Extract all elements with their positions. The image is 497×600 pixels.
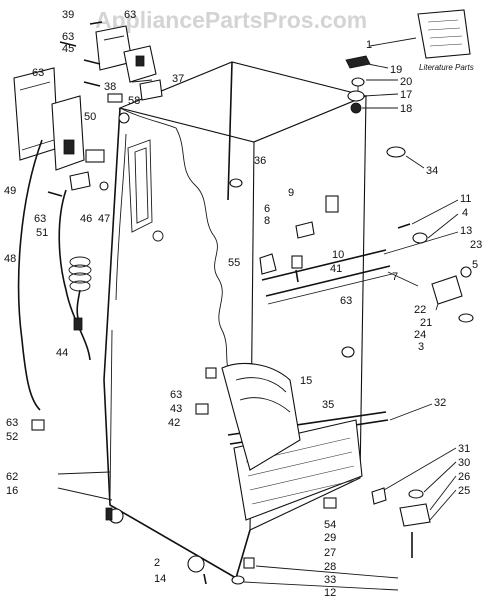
callout-16: 16 <box>6 485 18 497</box>
callout-43: 43 <box>170 403 182 415</box>
callout-3: 3 <box>418 341 424 353</box>
callout-10: 10 <box>332 249 344 261</box>
callout-labels: 39 63 63 45 63 38 37 58 50 49 63 46 47 5… <box>4 9 482 599</box>
callout-1: 1 <box>366 39 372 51</box>
callout-30: 30 <box>458 457 470 469</box>
callout-47: 47 <box>98 213 110 225</box>
callout-58: 58 <box>128 95 140 107</box>
callout-63: 63 <box>124 9 136 21</box>
callout-34: 34 <box>426 165 438 177</box>
callout-6: 6 <box>264 203 270 215</box>
callout-63: 63 <box>62 31 74 43</box>
callout-55: 55 <box>228 257 240 269</box>
callout-4: 4 <box>462 207 468 219</box>
callout-18: 18 <box>400 103 412 115</box>
callout-38: 38 <box>104 81 116 93</box>
refrigerator-cabinet <box>103 61 393 580</box>
callout-50: 50 <box>84 111 96 123</box>
callout-17: 17 <box>400 89 412 101</box>
callout-45: 45 <box>62 43 74 55</box>
callout-49: 49 <box>4 185 16 197</box>
callout-13: 13 <box>460 225 472 237</box>
callout-7: 7 <box>392 271 398 283</box>
callout-44: 44 <box>56 347 68 359</box>
callout-46: 46 <box>80 213 92 225</box>
callout-32: 32 <box>434 397 446 409</box>
callout-24: 24 <box>414 329 426 341</box>
callout-25: 25 <box>458 485 470 497</box>
callout-33: 33 <box>324 574 336 586</box>
callout-51: 51 <box>36 227 48 239</box>
callout-11: 11 <box>460 193 471 205</box>
wiring-box <box>13 67 109 197</box>
callout-28: 28 <box>324 561 336 573</box>
callout-35: 35 <box>322 399 334 411</box>
callout-22: 22 <box>414 304 426 316</box>
callout-37: 37 <box>172 73 184 85</box>
callout-48: 48 <box>4 253 16 265</box>
right-side-parts <box>105 178 474 585</box>
callout-21: 21 <box>420 317 432 329</box>
callout-12: 12 <box>324 587 336 599</box>
cords-and-tubing <box>17 139 92 431</box>
callout-26: 26 <box>458 471 470 483</box>
control-assembly <box>59 21 163 124</box>
leader-lines <box>57 37 459 591</box>
callout-42: 42 <box>168 417 180 429</box>
callout-9: 9 <box>288 187 294 199</box>
callout-62: 62 <box>6 471 18 483</box>
callout-36: 36 <box>254 155 266 167</box>
callout-20: 20 <box>400 76 412 88</box>
callout-27: 27 <box>324 547 336 559</box>
callout-5: 5 <box>472 259 478 271</box>
callout-52: 52 <box>6 431 18 443</box>
callout-41: 41 <box>330 263 342 275</box>
callout-63: 63 <box>340 295 352 307</box>
watermark-text: AppliancePartsPros.com <box>95 7 367 33</box>
callout-63: 63 <box>34 213 46 225</box>
callout-31: 31 <box>458 443 470 455</box>
callout-19: 19 <box>390 64 402 76</box>
callout-63: 63 <box>170 389 182 401</box>
callout-8: 8 <box>264 215 270 227</box>
callout-39: 39 <box>62 9 74 21</box>
literature-parts: Literature Parts <box>417 9 474 72</box>
callout-54: 54 <box>324 519 336 531</box>
callout-23: 23 <box>470 239 482 251</box>
callout-15: 15 <box>300 375 312 387</box>
literature-label: Literature Parts <box>419 63 474 72</box>
callout-2: 2 <box>154 557 160 569</box>
callout-63: 63 <box>32 67 44 79</box>
callout-14: 14 <box>154 573 166 585</box>
callout-63: 63 <box>6 417 18 429</box>
callout-29: 29 <box>324 532 336 544</box>
